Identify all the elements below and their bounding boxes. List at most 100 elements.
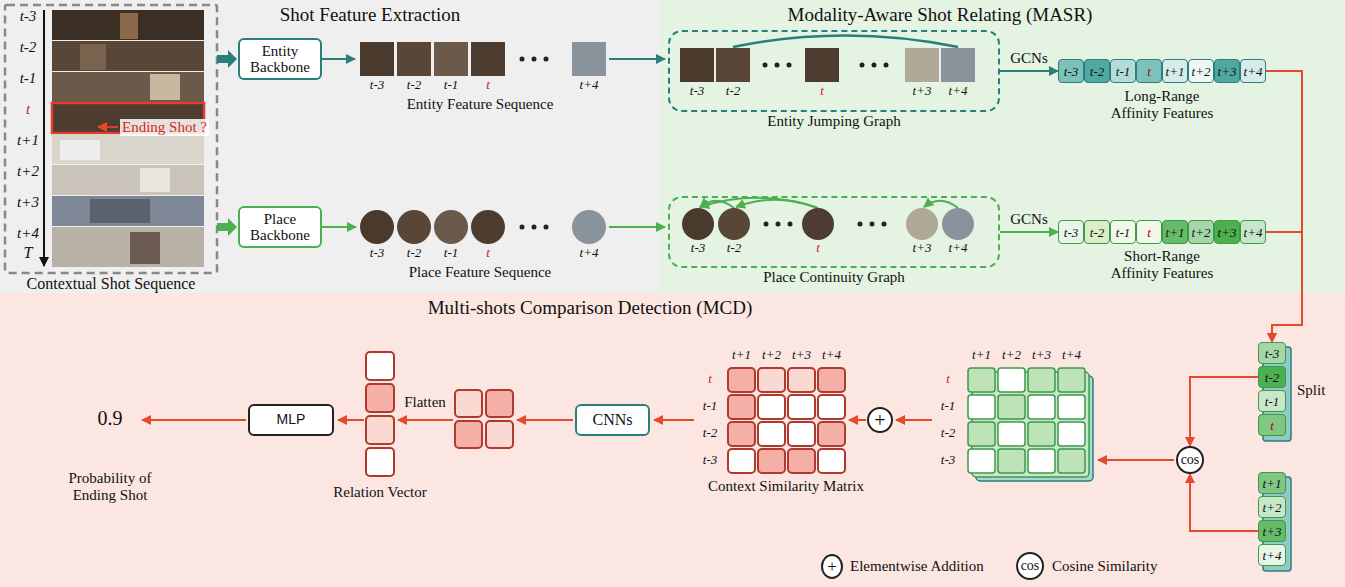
legend-text: Cosine Similarity: [1052, 558, 1157, 575]
node-label: t: [1147, 226, 1151, 239]
label-anchor: t-3: [941, 453, 955, 468]
panel-ground: [0, 0, 660, 293]
thick-arrow: [217, 218, 237, 236]
edge-label: GCNs: [1010, 211, 1048, 228]
label-anchor: t-2: [727, 241, 741, 256]
index-label: t+3: [913, 84, 932, 99]
index-label: T: [24, 244, 33, 262]
label-anchor: t+4: [580, 78, 599, 93]
index-label: t+3: [792, 348, 811, 363]
node-label: t-2: [1090, 65, 1104, 78]
node-label: t-1: [1116, 65, 1130, 78]
node-label: t+3: [1218, 226, 1237, 239]
node-label: t-3: [1064, 226, 1078, 239]
label-anchor: t-2: [703, 426, 717, 441]
caption-label: Flatten: [404, 394, 446, 411]
split-column-shadow: [1263, 347, 1291, 571]
label-anchor: t-3: [690, 84, 704, 99]
label-anchor: t-1: [444, 78, 458, 93]
legend-item: Elementwise Addition: [850, 557, 984, 575]
panel-title: Modality-Aware Shot Relating (MASR): [720, 0, 1160, 26]
index-label: t+1: [732, 348, 751, 363]
graph-title: Entity Jumping Graph: [670, 113, 998, 130]
node-label: t+2: [1192, 65, 1211, 78]
index-label: t-2: [727, 241, 741, 256]
node-label: t-1: [1265, 395, 1279, 408]
label-anchor: t-1: [941, 399, 955, 414]
edge-label-anchor: GCNs: [1010, 50, 1048, 67]
index-label: t: [486, 246, 490, 261]
place-graph-content: [682, 198, 974, 240]
entity-feature-sequence: [360, 42, 606, 76]
label-anchor: t+4: [949, 84, 968, 99]
label-anchor: t+4: [17, 225, 39, 242]
graph-box: Place Continuity Graph: [668, 196, 1000, 268]
index-label: t-1: [941, 399, 955, 414]
node-label: t+2: [1192, 226, 1211, 239]
label-anchor: t: [820, 84, 824, 99]
index-label: t-2: [703, 426, 717, 441]
arrow: [609, 58, 665, 60]
index-label: t+3: [913, 241, 932, 256]
index-label: t+4: [1062, 348, 1081, 363]
feature-cell: t+3: [1214, 220, 1240, 244]
label-anchor: t: [816, 241, 820, 256]
legend-item: Cosine Similarity: [1052, 557, 1157, 575]
index-label: t-2: [407, 246, 421, 261]
entity-graph-content: [680, 36, 975, 83]
index-label: t-2: [726, 84, 740, 99]
operator-circle: cos: [1176, 446, 1204, 474]
label-anchor: t-2: [726, 84, 740, 99]
index-label: t-2: [20, 39, 37, 56]
label-anchor: 0.9: [98, 407, 123, 430]
caption-label: 0.9: [98, 407, 123, 430]
label-anchor: t+1: [732, 348, 751, 363]
label-anchor: t+1: [17, 132, 39, 149]
index-label: t-3: [370, 246, 384, 261]
index-label: t-1: [444, 246, 458, 261]
panel-ground: [660, 0, 1345, 293]
node-label: cos: [1021, 559, 1040, 573]
feature-cell: t-3: [1058, 220, 1084, 244]
node-label: t+3: [1218, 65, 1237, 78]
label-anchor: t-3: [370, 246, 384, 261]
label-anchor: t: [486, 78, 490, 93]
label-anchor: t: [26, 101, 30, 118]
node-label: t+4: [1263, 549, 1282, 562]
label-anchor: Short-Range Affinity Features: [1103, 248, 1221, 283]
connector-arrow: [1266, 232, 1302, 342]
index-label: t: [26, 101, 30, 118]
node-label: Entity Backbone: [244, 43, 316, 76]
label-anchor: Relation Vector: [333, 484, 426, 501]
feature-cell: t+2: [1188, 59, 1214, 83]
feature-cell: t-1: [1110, 220, 1136, 244]
label-anchor: t-2: [407, 246, 421, 261]
node-label: +: [827, 558, 837, 575]
caption-label: Relation Vector: [333, 484, 426, 501]
label-anchor: t+4: [949, 241, 968, 256]
node-label: t: [1147, 65, 1151, 78]
label-anchor: t+4: [1062, 348, 1081, 363]
node-label: t-3: [1265, 347, 1279, 360]
index-label: t+4: [949, 84, 968, 99]
node-label: t+3: [1263, 525, 1282, 538]
index-label: t-3: [941, 453, 955, 468]
caption-label: Contextual Shot Sequence: [27, 275, 196, 293]
node-label: cos: [1181, 453, 1200, 467]
label-anchor: Long-Range Affinity Features: [1103, 88, 1221, 123]
label-anchor: t-3: [691, 241, 705, 256]
caption-label: Probability of Ending Shot: [55, 470, 165, 505]
split-cell: t-1: [1258, 390, 1286, 412]
index-label: t-3: [703, 453, 717, 468]
feature-cell: t+3: [1214, 59, 1240, 83]
connector-arrow: [1190, 474, 1258, 531]
label-anchor: t+2: [1002, 348, 1021, 363]
node-label: t+2: [1263, 501, 1282, 514]
index-label: t+4: [17, 225, 39, 242]
index-label: t+2: [17, 163, 39, 180]
thick-arrow: [217, 50, 237, 68]
node-label: +: [874, 410, 885, 430]
label-anchor: Flatten: [404, 394, 446, 411]
index-label: t+2: [1002, 348, 1021, 363]
caption-label: Short-Range Affinity Features: [1103, 248, 1221, 283]
